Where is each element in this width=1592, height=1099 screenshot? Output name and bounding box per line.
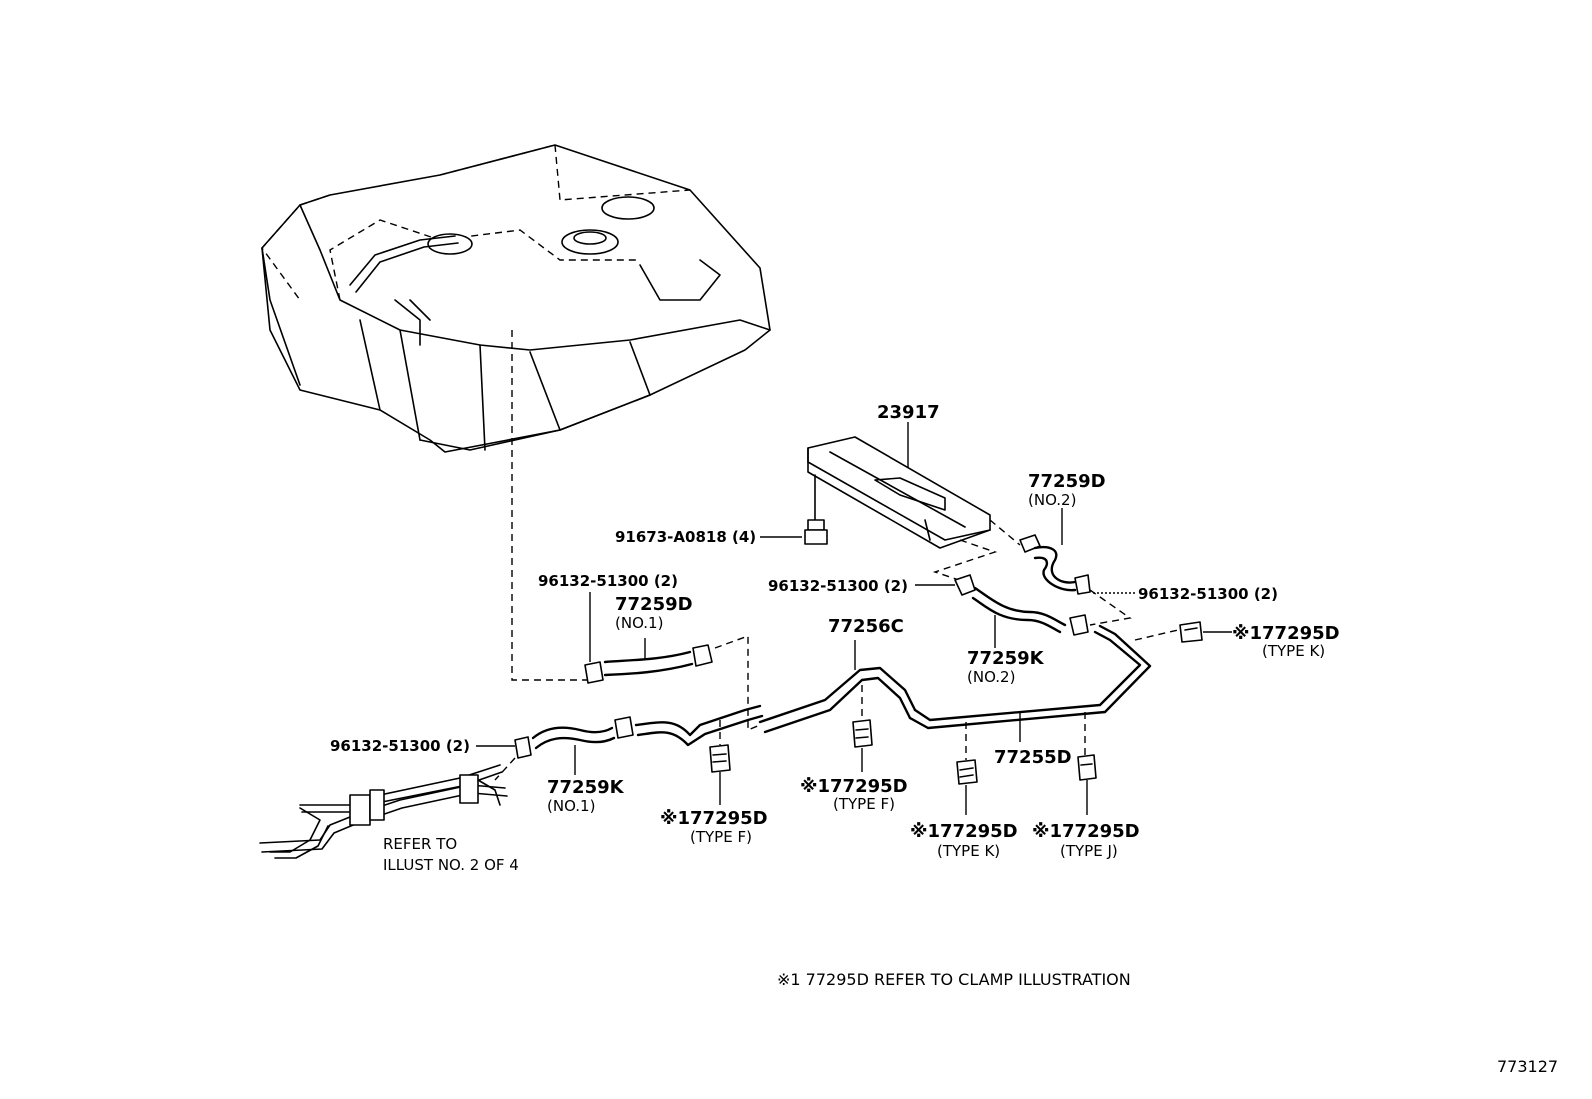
clip-label-d: 96132-51300 (2) (1138, 585, 1278, 603)
hose-77259k-no2 (954, 574, 1089, 636)
clip-label-b: 96132-51300 (2) (330, 737, 470, 755)
refer-line-2: ILLUST NO. 2 OF 4 (383, 856, 519, 874)
clamp-type-j-icon (1077, 754, 1097, 781)
fuel-tank-illustration (261, 144, 771, 453)
clip-label-c: 96132-51300 (2) (768, 577, 908, 595)
pipe-77256c-label: 77256C (828, 616, 904, 637)
front-pipe-assembly (259, 757, 516, 859)
hose-d-no1-link (714, 635, 761, 732)
clamp-j-label: ※177295D (1032, 821, 1140, 842)
clamp-type-k-top-icon (1179, 621, 1203, 643)
clamp-type-f-left-icon (709, 744, 731, 773)
pipe-77255d-label: 77255D (994, 747, 1072, 768)
hose-77259k-no1-sub: (NO.1) (547, 797, 595, 815)
clamp-k-top-link (1134, 629, 1179, 641)
clamp-f-mid-sub: (TYPE F) (833, 795, 895, 813)
hose-77259k-no2-label: 77259K (967, 648, 1045, 669)
canister-link-1 (989, 519, 1021, 546)
clip-label-a: 96132-51300 (2) (538, 572, 678, 590)
hose-77259k-no2-sub: (NO.2) (967, 668, 1015, 686)
hose-77259d-no1-label: 77259D (615, 594, 693, 615)
illustration-number: 773127 (1497, 1057, 1558, 1076)
tank-link-dashed (511, 330, 590, 681)
hose-77259d-no2-label: 77259D (1028, 471, 1106, 492)
hose-77259k-no1-label: 77259K (547, 777, 625, 798)
hose-77259d-no2-sub: (NO.2) (1028, 491, 1076, 509)
canister-link-2 (932, 539, 998, 583)
hose-77259d-no1 (584, 644, 713, 684)
clamp-k-top-sub: (TYPE K) (1262, 642, 1325, 660)
clamp-j-sub: (TYPE J) (1060, 842, 1118, 860)
pipe-77255d (908, 624, 1152, 730)
part-23917-label: 23917 (877, 402, 940, 423)
clamp-k-top-label: ※177295D (1232, 623, 1340, 644)
clamp-footnote: ※1 77295D REFER TO CLAMP ILLUSTRATION (777, 970, 1131, 989)
bolt-label: 91673-A0818 (4) (615, 528, 756, 546)
clamp-k-bottom-label: ※177295D (910, 821, 1018, 842)
clamp-type-k-bottom-icon (956, 759, 978, 785)
clamp-k-bottom-sub: (TYPE K) (937, 842, 1000, 860)
hose-77259k-no1 (514, 704, 764, 759)
bolt-icon (804, 474, 828, 545)
clamp-f-left-label: ※177295D (660, 808, 768, 829)
charcoal-canister (807, 436, 991, 549)
clamp-f-left-sub: (TYPE F) (690, 828, 752, 846)
hose-77259d-no1-sub: (NO.1) (615, 614, 663, 632)
clamp-type-f-mid-icon (852, 719, 873, 748)
pipe-77256c (758, 666, 917, 734)
clamp-f-mid-label: ※177295D (800, 776, 908, 797)
refer-line-1: REFER TO (383, 835, 457, 853)
canister-link-3 (1089, 589, 1132, 626)
hose-77259d-no2 (1019, 534, 1091, 595)
